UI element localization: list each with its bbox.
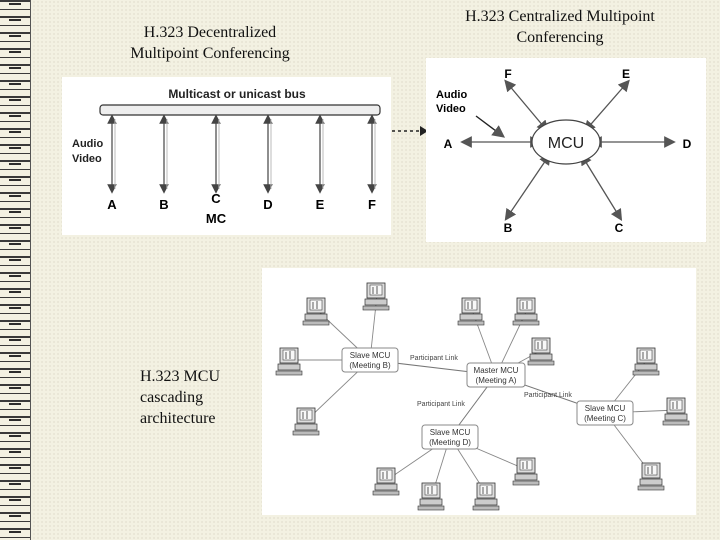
cen-node-b: B xyxy=(504,221,513,235)
workstation-icon xyxy=(372,467,400,496)
node-e: E xyxy=(316,197,325,212)
svg-text:(Meeting A): (Meeting A) xyxy=(476,376,517,385)
workstation-icon xyxy=(512,297,540,326)
slave-mcu-c-box: Slave MCU (Meeting C) xyxy=(576,400,634,426)
node-c: C xyxy=(211,191,221,206)
svg-text:Slave MCU: Slave MCU xyxy=(430,428,471,437)
bus-label: Multicast or unicast bus xyxy=(168,87,306,101)
centralized-caption: H.323 Centralized Multipoint Conferencin… xyxy=(465,8,655,46)
mcu-link-5 xyxy=(580,153,623,221)
cen-media-video: Video xyxy=(436,103,466,115)
workstation-icon xyxy=(457,297,485,326)
workstation-icon xyxy=(292,407,320,436)
cascading-caption: H.323 MCU cascading architecture xyxy=(140,368,221,427)
svg-text:(Meeting C): (Meeting C) xyxy=(584,414,626,423)
cen-node-f: F xyxy=(504,67,511,81)
node-a: A xyxy=(107,197,117,212)
mcu-link-4 xyxy=(504,152,551,221)
mcu-label: MCU xyxy=(548,135,584,152)
mcu-link-1 xyxy=(583,79,630,133)
workstation-icon xyxy=(417,482,445,511)
svg-text:Slave MCU: Slave MCU xyxy=(350,351,391,360)
workstation-icon xyxy=(472,482,500,511)
decentralized-diagram: Multicast or unicast bus Audio Video A B… xyxy=(62,77,391,235)
svg-text:(Meeting D): (Meeting D) xyxy=(429,438,471,447)
cen-node-d: D xyxy=(683,137,692,151)
workstation-icon xyxy=(512,457,540,486)
slave-mcu-d-box: Slave MCU (Meeting D) xyxy=(421,424,479,450)
workstation-icon xyxy=(662,397,690,426)
workstation-icon xyxy=(302,297,330,326)
bus-bar xyxy=(99,104,381,116)
cen-node-e: E xyxy=(622,67,630,81)
node-f: F xyxy=(368,197,376,212)
binder-edge-decoration xyxy=(0,0,31,540)
link-label-3: Participant Link xyxy=(417,401,465,408)
cen-media-audio: Audio xyxy=(436,89,467,101)
link-label-1: Participant Link xyxy=(410,355,458,362)
cen-node-c: C xyxy=(615,221,624,235)
mcu-node xyxy=(531,119,601,165)
workstation-icon xyxy=(362,282,390,311)
node-c-mc: MC xyxy=(206,211,227,226)
slave-mcu-b-box: Slave MCU (Meeting B) xyxy=(341,347,399,373)
svg-text:Master MCU: Master MCU xyxy=(474,366,519,375)
mcu-link-0 xyxy=(504,79,549,133)
cen-node-a: A xyxy=(444,137,453,151)
node-d: D xyxy=(263,197,272,212)
centralized-diagram: MCU Audio Video F E A D B C xyxy=(426,58,706,242)
decentralized-caption: H.323 Decentralized Multipoint Conferenc… xyxy=(130,24,290,62)
workstation-icon xyxy=(637,462,665,491)
workstation-icon xyxy=(527,337,555,366)
workstation-icon xyxy=(632,347,660,376)
svg-text:(Meeting B): (Meeting B) xyxy=(349,361,391,370)
media-label-audio: Audio xyxy=(72,138,103,150)
workstation-icon xyxy=(275,347,303,376)
panel-connector xyxy=(392,126,428,136)
svg-text:Slave MCU: Slave MCU xyxy=(585,404,626,413)
link-label-2: Participant Link xyxy=(524,392,572,399)
node-b: B xyxy=(159,197,168,212)
media-label-video: Video xyxy=(72,153,102,165)
master-mcu-box: Master MCU (Meeting A) xyxy=(466,362,526,388)
cascading-diagram: Master MCU (Meeting A) Slave MCU (Meetin… xyxy=(262,268,696,515)
